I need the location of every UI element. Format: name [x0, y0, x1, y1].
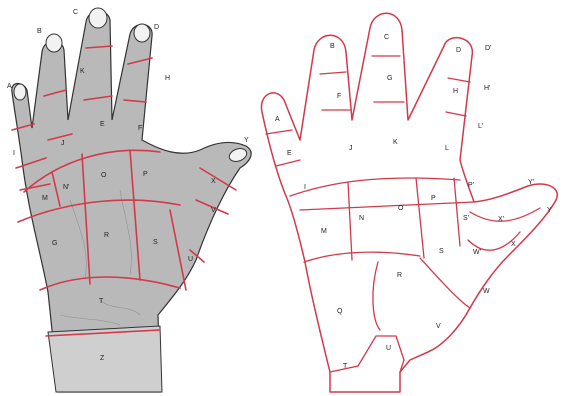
left-label-t: T: [99, 298, 104, 305]
right-label-x-prime: X': [498, 216, 504, 223]
left-label-i: I: [13, 150, 15, 157]
right-label-y: Y: [547, 207, 552, 214]
right-label-e: E: [287, 150, 292, 157]
left-label-y: Y: [244, 137, 249, 144]
left-hand: A B C D H K I J E F M N' O P X Y V G R S…: [7, 8, 251, 392]
right-label-r: R: [397, 272, 402, 279]
right-label-q: Q: [337, 308, 343, 315]
left-wrist: [48, 326, 162, 392]
right-label-t: T: [343, 363, 348, 370]
right-label-f: F: [337, 93, 341, 100]
right-label-s-prime: S': [463, 215, 469, 222]
right-label-h-prime: H': [484, 85, 490, 92]
right-hand-outline: [261, 13, 557, 392]
right-label-i: I: [304, 184, 306, 191]
right-label-a: A: [275, 116, 280, 123]
right-label-x: X: [511, 241, 516, 248]
nail-middle-left: [89, 8, 107, 28]
right-label-b: B: [330, 43, 335, 50]
right-label-h: H: [453, 88, 458, 95]
right-label-w: W: [483, 288, 490, 295]
right-label-p-prime: P': [468, 182, 474, 189]
right-label-w-prime: W': [473, 249, 481, 256]
right-label-g: G: [387, 75, 392, 82]
right-label-c: C: [384, 34, 389, 41]
right-hand: A B C D D' E F G H H' L' I J K L M N O P…: [261, 13, 557, 392]
left-label-s: S: [153, 239, 158, 246]
right-label-s: S: [439, 248, 444, 255]
left-label-v: V: [211, 207, 216, 214]
left-label-e: E: [100, 121, 105, 128]
right-label-l: L: [445, 145, 449, 152]
nail-index-left: [134, 24, 150, 42]
left-label-k: K: [80, 68, 85, 75]
left-label-o: O: [101, 172, 107, 179]
right-label-m: M: [321, 228, 327, 235]
left-label-d: D: [154, 24, 159, 31]
left-label-c: C: [73, 9, 78, 16]
right-label-d: D: [456, 47, 461, 54]
left-label-z: Z: [100, 355, 105, 362]
left-label-u: U: [188, 256, 193, 263]
right-label-l-prime: L': [478, 123, 483, 130]
right-label-d-prime: D': [485, 45, 491, 52]
right-label-u: U: [386, 345, 391, 352]
left-label-g: G: [52, 240, 57, 247]
right-label-p: P: [431, 195, 436, 202]
nail-pinky-left: [14, 84, 26, 100]
left-label-m: M: [42, 195, 48, 202]
right-label-o: O: [398, 205, 404, 212]
left-label-a: A: [7, 83, 12, 90]
right-label-v: V: [436, 323, 441, 330]
right-label-k: K: [393, 139, 398, 146]
right-label-y-prime: Y': [528, 179, 534, 186]
right-label-j: J: [349, 145, 353, 152]
left-label-p: P: [143, 171, 148, 178]
left-label-x: X: [211, 178, 216, 185]
left-label-f: F: [138, 125, 142, 132]
left-label-n-prime: N': [63, 184, 69, 191]
left-label-j: J: [61, 140, 65, 147]
right-label-n: N: [359, 215, 364, 222]
left-label-h: H: [165, 75, 170, 82]
left-label-r: R: [104, 232, 109, 239]
nail-ring-left: [46, 34, 62, 52]
left-label-b: B: [37, 28, 42, 35]
